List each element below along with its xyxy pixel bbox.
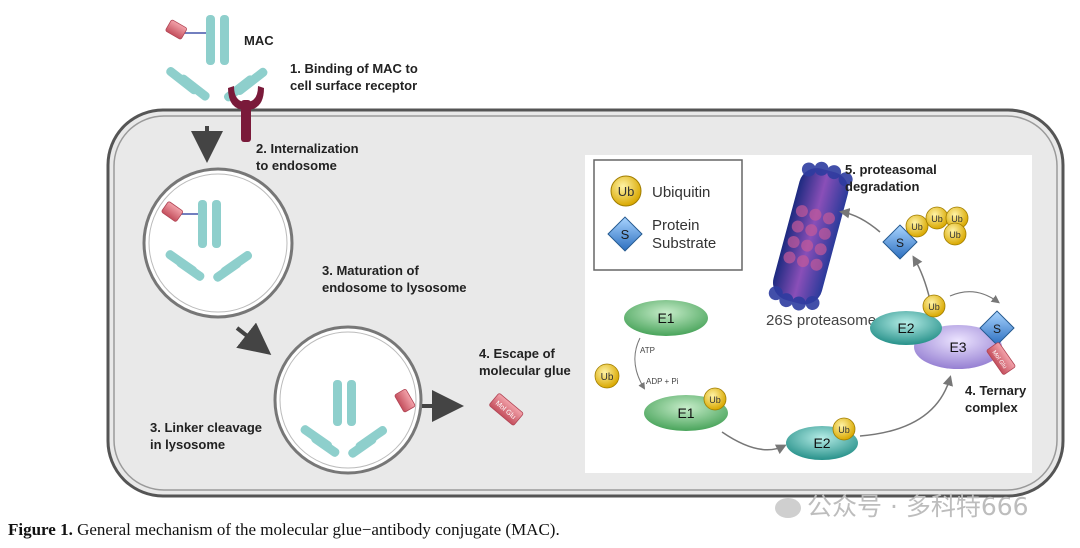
- step4-label: 4. Escape of: [479, 346, 556, 361]
- wechat-icon: [775, 498, 801, 518]
- ternary-label-2: complex: [965, 400, 1019, 415]
- figure-number: Figure 1.: [8, 520, 73, 539]
- svg-text:Ub: Ub: [838, 425, 850, 435]
- substrate-in-ternary: S: [979, 310, 1015, 346]
- svg-text:Ub: Ub: [601, 372, 614, 383]
- arrow-maturation: [235, 322, 272, 355]
- e1-enzyme: [624, 300, 708, 336]
- legend-box: [593, 159, 743, 271]
- svg-text:Ub: Ub: [928, 302, 940, 312]
- free-molecular-glue: Mol Glu: [489, 393, 524, 426]
- step1-label-2: cell surface receptor: [290, 78, 417, 93]
- step2-label: 2. Internalization: [256, 141, 359, 156]
- svg-text:E1: E1: [677, 405, 694, 421]
- legend-substrate-label-2: Substrate: [652, 235, 716, 252]
- svg-text:S: S: [993, 322, 1001, 336]
- released-glue-in-lysosome: [394, 389, 416, 413]
- cell-surface-receptor: [228, 86, 264, 110]
- step3a-label: 3. Maturation of: [322, 263, 419, 278]
- molecular-glue-payload: [165, 19, 187, 40]
- ternary-label: 4. Ternary: [965, 383, 1027, 398]
- svg-text:Ub: Ub: [911, 222, 923, 232]
- legend-ubiquitin-label: Ubiquitin: [652, 184, 710, 201]
- legend-substrate-label: Protein: [652, 217, 700, 234]
- proteasome-label: 26S proteasome: [766, 312, 876, 329]
- svg-text:Ub: Ub: [931, 214, 943, 224]
- figure-caption: Figure 1. General mechanism of the molec…: [8, 520, 560, 540]
- svg-text:S: S: [896, 236, 904, 250]
- adp-label: ADP + Pi: [646, 377, 679, 386]
- caption-text: General mechanism of the molecular glue−…: [72, 520, 560, 539]
- legend-substrate-icon: S: [607, 216, 643, 252]
- e2-in-ternary: [870, 311, 942, 345]
- mac-antibody: [166, 15, 268, 102]
- proteasome-26s: [768, 161, 853, 311]
- internalized-antibody: [165, 200, 253, 282]
- step3b-label-2: in lysosome: [150, 437, 225, 452]
- svg-text:Ub: Ub: [951, 214, 963, 224]
- svg-text:E2: E2: [897, 320, 914, 336]
- ubiquitinated-substrate: S Ub Ub Ub Ub: [882, 206, 969, 260]
- svg-text:E1: E1: [657, 310, 674, 326]
- cleaved-antibody: [300, 380, 388, 458]
- step3a-label-2: endosome to lysosome: [322, 280, 466, 295]
- step2-label-2: to endosome: [256, 158, 337, 173]
- svg-text:S: S: [621, 227, 630, 242]
- step5-label: 5. proteasomal: [845, 162, 937, 177]
- mac-label: MAC: [244, 33, 274, 48]
- step5-label-2: degradation: [845, 179, 919, 194]
- step4-label-2: molecular glue: [479, 363, 571, 378]
- svg-text:Ub: Ub: [618, 184, 635, 199]
- svg-text:Ub: Ub: [709, 395, 721, 405]
- watermark: 公众号 · 多科特666: [775, 487, 1029, 523]
- svg-text:E3: E3: [949, 339, 966, 355]
- svg-text:E2: E2: [813, 435, 830, 451]
- step1-label: 1. Binding of MAC to: [290, 61, 418, 76]
- legend-ubiquitin-icon: [610, 175, 642, 207]
- step3b-label: 3. Linker cleavage: [150, 420, 262, 435]
- atp-label: ATP: [640, 346, 655, 355]
- free-ubiquitin: [594, 363, 620, 389]
- svg-text:Ub: Ub: [949, 230, 961, 240]
